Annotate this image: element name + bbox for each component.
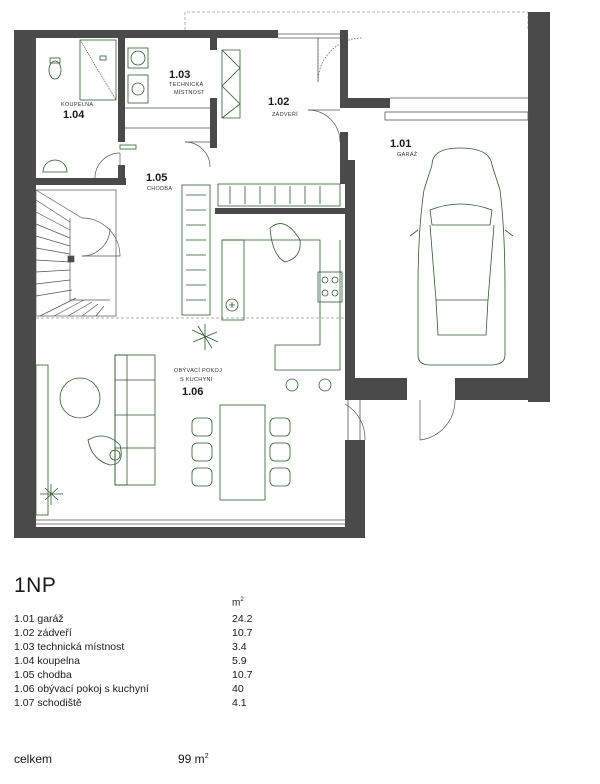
area-row-value: 10.7 [232, 627, 253, 639]
total-value-sup: 2 [204, 753, 209, 760]
bathroom-fixtures [42, 39, 117, 173]
area-row-value: 4.1 [232, 697, 247, 709]
garage-car [409, 147, 514, 366]
area-row-value: 5.9 [232, 655, 247, 667]
room-name-1-02: ZÁDVEŘÍ [272, 110, 298, 118]
area-table: 1.01 garáž 24.2 1.02 zádveří 10.7 1.03 tec… [14, 612, 294, 710]
area-row: 1.05 chodba 10.7 [14, 668, 294, 682]
total-value-wrap: 99 m2 [178, 752, 209, 766]
area-row-label: 1.02 zádveří [14, 627, 72, 639]
total-value: 99 m [178, 752, 205, 766]
area-unit-sup: 2 [240, 597, 244, 603]
dining-set [191, 404, 291, 501]
room-number-1-03: 1.03 [169, 69, 190, 81]
door-swings [81, 37, 456, 441]
area-row: 1.01 garáž 24.2 [14, 612, 294, 626]
area-row-label: 1.07 schodiště [14, 697, 82, 709]
room-name-1-01: GARÁŽ [397, 150, 418, 158]
area-unit: m [232, 597, 241, 609]
area-row-value: 10.7 [232, 669, 253, 681]
area-row-label: 1.04 koupelna [14, 655, 80, 667]
technical-fixtures [119, 47, 241, 150]
area-row-label: 1.03 technická místnost [14, 641, 125, 653]
room-labels: 1.01 GARÁŽ 1.02 ZÁDVEŘÍ 1.03 TECHNICKÁ M… [61, 69, 418, 398]
area-row-label: 1.06 obývací pokoj s kuchyní [14, 683, 149, 695]
terrace-outline [36, 11, 529, 319]
area-row: 1.02 zádveří 10.7 [14, 626, 294, 640]
room-number-1-01: 1.01 [390, 138, 411, 150]
walls [14, 12, 550, 538]
area-row-value: 3.4 [232, 641, 247, 653]
kitchen [221, 223, 343, 392]
floor-plan: 1.01 GARÁŽ 1.02 ZÁDVEŘÍ 1.03 TECHNICKÁ M… [14, 11, 550, 538]
floor-title: 1NP [14, 574, 57, 597]
room-number-1-05: 1.05 [146, 172, 167, 184]
room-name-1-03: TECHNICKÁ [169, 81, 204, 88]
total-label: celkem [14, 752, 53, 766]
partitions [36, 33, 529, 525]
hall-wardrobes [181, 183, 341, 316]
room-name2-1-06: S KUCHYNÍ [180, 376, 213, 383]
area-row-value: 40 [232, 683, 244, 695]
area-unit-header: m2 [232, 597, 244, 608]
room-name-1-05: CHODBA [147, 186, 172, 192]
area-row-value: 24.2 [232, 613, 253, 625]
area-row-label: 1.01 garáž [14, 613, 64, 625]
room-number-1-04: 1.04 [63, 109, 85, 121]
room-name-1-04: KOUPELNA [61, 102, 93, 108]
area-row: 1.03 technická místnost 3.4 [14, 640, 294, 654]
room-name-1-06: OBÝVACÍ POKOJ [174, 367, 222, 374]
area-row: 1.06 obývací pokoj s kuchyní 40 [14, 682, 294, 696]
room-number-1-06: 1.06 [182, 386, 203, 398]
area-row: 1.04 koupelna 5.9 [14, 654, 294, 668]
living-furniture [35, 324, 219, 516]
area-row-label: 1.05 chodba [14, 669, 72, 681]
area-row: 1.07 schodiště 4.1 [14, 696, 294, 710]
room-name2-1-03: MÍSTNOST [174, 89, 205, 96]
room-number-1-02: 1.02 [268, 96, 289, 108]
staircase [35, 189, 117, 317]
